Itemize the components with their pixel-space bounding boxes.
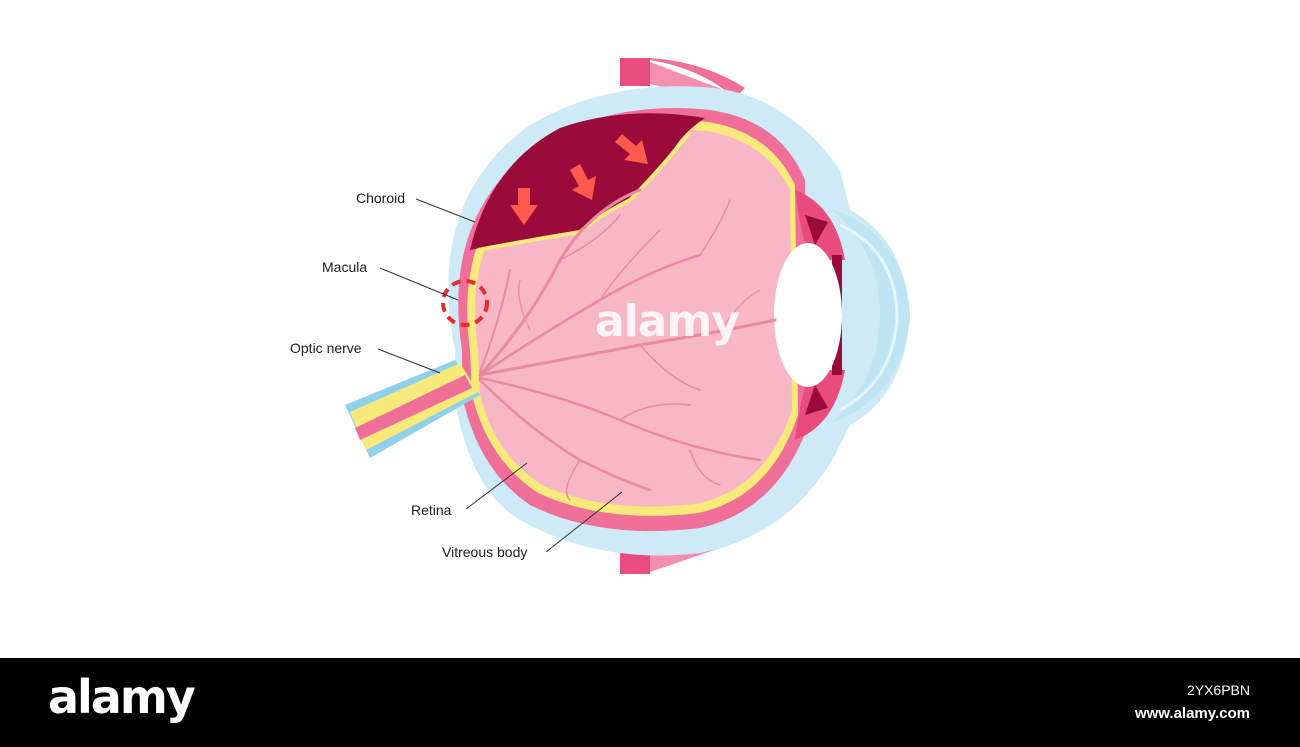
- blood-vessels: [478, 188, 777, 501]
- choroid-label: Choroid: [356, 190, 406, 206]
- leader-lines: [377, 198, 623, 553]
- macula-marker: [441, 279, 489, 327]
- detachment-arrows: [510, 134, 648, 225]
- arrow-icon: [570, 164, 596, 200]
- footer-image-id: 2YX6PBN: [1186, 682, 1250, 698]
- eye-anatomy-diagram: [345, 58, 910, 574]
- footer-bar: alamy 2YX6PBN www.alamy.com: [0, 658, 1300, 747]
- watermark: alamy: [595, 296, 740, 347]
- cornea: [830, 208, 910, 424]
- arrow-icon: [510, 188, 538, 225]
- footer-site-link[interactable]: www.alamy.com: [1134, 705, 1250, 722]
- retina-label: Retina: [411, 502, 452, 518]
- optic-nerve-label: Optic nerve: [290, 340, 362, 356]
- arrow-icon: [615, 134, 648, 164]
- macula-label: Macula: [322, 259, 368, 275]
- optic-nerve: [345, 360, 480, 458]
- footer-brand-logo: alamy: [48, 670, 196, 724]
- vitreous-body-label: Vitreous body: [442, 544, 528, 560]
- lens: [774, 243, 842, 387]
